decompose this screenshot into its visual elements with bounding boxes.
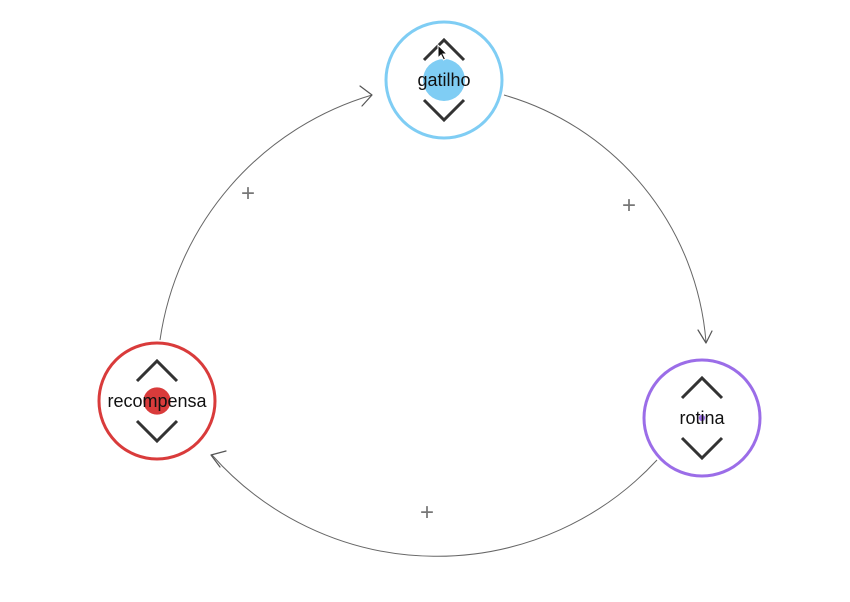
edge-polarity[interactable]: + xyxy=(241,180,255,207)
node-value-dot xyxy=(698,414,706,422)
node-label: gatilho xyxy=(417,70,470,90)
chevron-up-icon[interactable] xyxy=(422,37,466,62)
edge-polarity[interactable]: + xyxy=(420,499,434,526)
node-gatilho[interactable]: gatilho xyxy=(384,20,504,140)
edges: + + + xyxy=(159,85,713,557)
chevron-down-icon[interactable] xyxy=(680,436,724,461)
node-rotina[interactable]: rotina xyxy=(642,358,762,478)
arrowhead-icon xyxy=(210,450,227,468)
chevron-up-icon[interactable] xyxy=(135,358,179,383)
cursor-arrow-icon xyxy=(437,43,449,61)
node-recompensa[interactable]: recompensa xyxy=(97,341,217,461)
edge-recompensa-gatilho[interactable]: + xyxy=(159,85,373,341)
edge-rotina-recompensa[interactable]: + xyxy=(210,450,658,557)
chevron-down-icon[interactable] xyxy=(422,98,466,123)
arrowhead-icon xyxy=(697,329,713,344)
node-value-dot xyxy=(423,59,465,101)
chevron-up-icon[interactable] xyxy=(680,375,724,400)
node-value-dot xyxy=(143,387,171,415)
node-label: rotina xyxy=(679,408,725,428)
chevron-down-icon[interactable] xyxy=(135,419,179,444)
node-label: recompensa xyxy=(107,391,207,411)
edge-gatilho-rotina[interactable]: + xyxy=(503,94,713,344)
edge-polarity[interactable]: + xyxy=(622,192,636,219)
nodes: gatilho rotina recompensa xyxy=(97,20,762,478)
arrowhead-icon xyxy=(359,85,373,107)
